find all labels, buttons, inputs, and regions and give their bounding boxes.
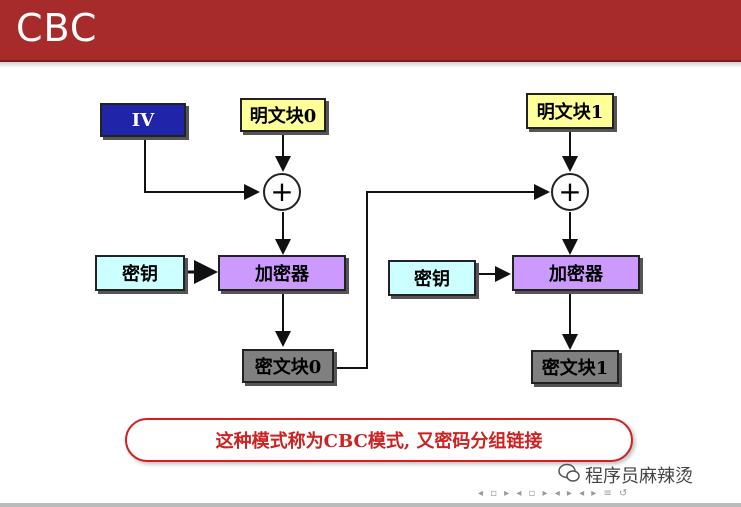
slide-title: CBC xyxy=(16,6,98,50)
key-box-0: 密钥 xyxy=(95,255,185,291)
title-bar: CBC xyxy=(0,0,741,62)
iv-to-xor0-wire xyxy=(144,137,260,200)
encryptor-box-0: 加密器 xyxy=(218,255,346,291)
plaintext-block-0: 明文块0 xyxy=(240,98,326,132)
ciphertext-block-1: 密文块1 xyxy=(531,350,619,384)
xor-symbol-1: + xyxy=(551,173,589,211)
key-box-1: 密钥 xyxy=(388,260,476,296)
slide-nav-controls[interactable]: ◂ ▫ ▸ ◂ ▫ ▸ ◂ ▸ ◂ ▸ ≡ ↺ xyxy=(478,488,630,499)
bottom-rule xyxy=(0,503,741,507)
iv-box: IV xyxy=(100,103,186,137)
cbc-description-callout: 这种模式称为CBC模式, 又密码分组链接 xyxy=(125,418,633,462)
wechat-icon xyxy=(558,463,580,482)
xor-symbol-0: + xyxy=(263,173,301,211)
ciphertext-block-0: 密文块0 xyxy=(242,349,334,383)
plaintext-block-1: 明文块1 xyxy=(526,93,614,129)
title-shadow xyxy=(0,62,741,68)
watermark-text: 程序员麻辣烫 xyxy=(585,466,693,487)
cipher0-to-xor1-wire xyxy=(335,184,550,369)
encryptor-box-1: 加密器 xyxy=(512,255,640,291)
